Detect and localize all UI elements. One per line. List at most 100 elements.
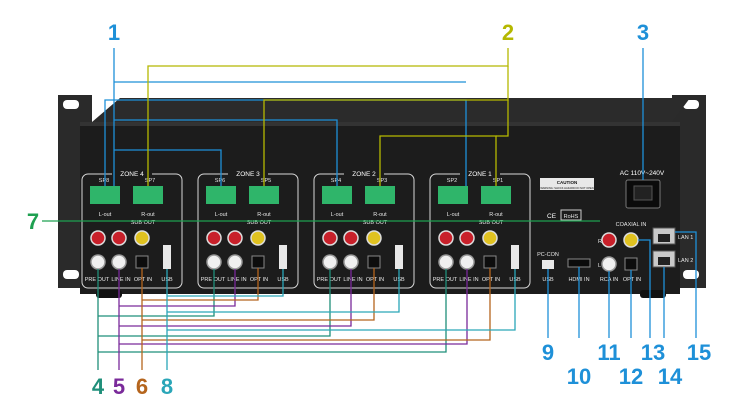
warning-label: WARNING: SHOCK HAZARD DO NOT OPEN [540, 186, 593, 190]
speaker-terminal-left[interactable] [90, 186, 120, 204]
hdmi-in-port[interactable] [567, 258, 591, 268]
rca-jack-white[interactable] [90, 254, 106, 270]
foot-right [640, 290, 666, 298]
r-out-label: R-out [489, 212, 503, 218]
optical-in-port-main[interactable] [624, 257, 638, 271]
callout-numbers: 1 2 3 7 4 5 6 8 9 10 11 12 13 14 15 [27, 20, 711, 399]
callout-10: 10 [567, 364, 591, 389]
zone-panels: ZONE 4 SP8 SP7 L-out R-out SUB OUT PRE O… [81, 169, 531, 289]
rca-jack-red[interactable] [227, 230, 243, 246]
pc-con-label: PC-CON [537, 252, 559, 258]
pre-out-label: PRE OUT [201, 277, 226, 283]
usb-port[interactable] [163, 245, 171, 269]
rca-jack-white[interactable] [438, 254, 454, 270]
zone-title: ZONE 1 [468, 171, 492, 178]
foot-left [96, 290, 122, 298]
zone-4-panel: ZONE 4 SP8 SP7 L-out R-out SUB OUT PRE O… [81, 169, 183, 289]
zone-3-panel: ZONE 3 SP6 SP5 L-out R-out SUB OUT PRE O… [197, 169, 299, 289]
speaker-terminal-right[interactable] [481, 186, 511, 204]
lan-1-label: LAN 1 [678, 235, 693, 241]
coaxial-in-jack[interactable] [623, 232, 639, 248]
left-ear-slot-bottom [63, 270, 79, 279]
rca-l-label: L [598, 263, 601, 269]
speaker-terminal-right[interactable] [365, 186, 395, 204]
speaker-terminal-left[interactable] [206, 186, 236, 204]
rca-jack-red[interactable] [322, 230, 338, 246]
speaker-terminal-left[interactable] [438, 186, 468, 204]
line-in-label: LINE IN [343, 277, 362, 283]
speaker-terminal-right[interactable] [133, 186, 163, 204]
callout-13: 13 [641, 340, 665, 365]
speaker-terminal-left[interactable] [322, 186, 352, 204]
rca-jack-red[interactable] [438, 230, 454, 246]
callout-1: 1 [108, 20, 120, 45]
rca-jack-white[interactable] [322, 254, 338, 270]
rca-jack-white[interactable] [459, 254, 475, 270]
rca-jack-red[interactable] [111, 230, 127, 246]
pre-out-label: PRE OUT [433, 277, 458, 283]
lan-2-label: LAN 2 [678, 258, 693, 264]
rca-jack-red[interactable] [206, 230, 222, 246]
callout-12: 12 [619, 364, 643, 389]
callout-2-lines [147, 48, 509, 186]
rca-in-right-jack[interactable] [601, 232, 617, 248]
sub-out-label: SUB OUT [363, 220, 388, 226]
usb-port[interactable] [279, 245, 287, 269]
callout-11: 11 [597, 340, 620, 365]
opt-in-label: OPT IN [134, 277, 152, 283]
rca-jack-red[interactable] [90, 230, 106, 246]
optical-in-port[interactable] [135, 255, 149, 269]
optical-in-port[interactable] [251, 255, 265, 269]
speaker-label-left: SP4 [331, 178, 341, 184]
optical-in-port[interactable] [483, 255, 497, 269]
sub-out-jack[interactable] [482, 230, 498, 246]
pre-out-label: PRE OUT [85, 277, 110, 283]
right-ear-slot-top [683, 100, 699, 109]
optical-in-port[interactable] [367, 255, 381, 269]
rca-jack-red[interactable] [343, 230, 359, 246]
pc-con-usb-port[interactable] [542, 260, 554, 269]
sub-out-jack[interactable] [134, 230, 150, 246]
opt-in-label: OPT IN [482, 277, 500, 283]
sub-out-jack[interactable] [366, 230, 382, 246]
rca-jack-white[interactable] [111, 254, 127, 270]
callout-13-line [638, 239, 651, 338]
right-ear-slot-bottom [683, 270, 699, 279]
opt-in-label-main: OPT IN [623, 277, 641, 283]
zone-title: ZONE 4 [120, 171, 144, 178]
callout-14: 14 [658, 364, 683, 389]
sub-out-jack[interactable] [250, 230, 266, 246]
rca-jack-white[interactable] [343, 254, 359, 270]
r-out-label: R-out [373, 212, 387, 218]
l-out-label: L-out [99, 212, 112, 218]
pre-out-label: PRE OUT [317, 277, 342, 283]
callout-8: 8 [161, 374, 173, 399]
callout-4-lines [97, 269, 447, 370]
callout-9: 9 [542, 340, 554, 365]
rca-r-label: R [598, 239, 602, 245]
r-out-label: R-out [257, 212, 271, 218]
speaker-label-right: SP1 [493, 178, 503, 184]
callout-3: 3 [637, 20, 649, 45]
callout-5-lines [118, 269, 468, 370]
opt-in-label: OPT IN [366, 277, 384, 283]
usb-port[interactable] [395, 245, 403, 269]
line-in-label: LINE IN [227, 277, 246, 283]
opt-in-label: OPT IN [250, 277, 268, 283]
speaker-terminal-right[interactable] [249, 186, 279, 204]
rca-jack-red[interactable] [459, 230, 475, 246]
left-ear-slot-top [63, 100, 79, 109]
caution-sticker [540, 178, 594, 190]
chassis-top [92, 98, 690, 122]
zone-title: ZONE 2 [352, 171, 376, 178]
chassis-edge [80, 122, 680, 126]
rca-jack-white[interactable] [227, 254, 243, 270]
rca-jack-white[interactable] [206, 254, 222, 270]
rca-in-left-jack[interactable] [601, 256, 617, 272]
ce-mark: CE [547, 213, 557, 220]
callout-8-lines [166, 269, 516, 370]
speaker-label-left: SP2 [447, 178, 457, 184]
usb-port[interactable] [511, 245, 519, 269]
